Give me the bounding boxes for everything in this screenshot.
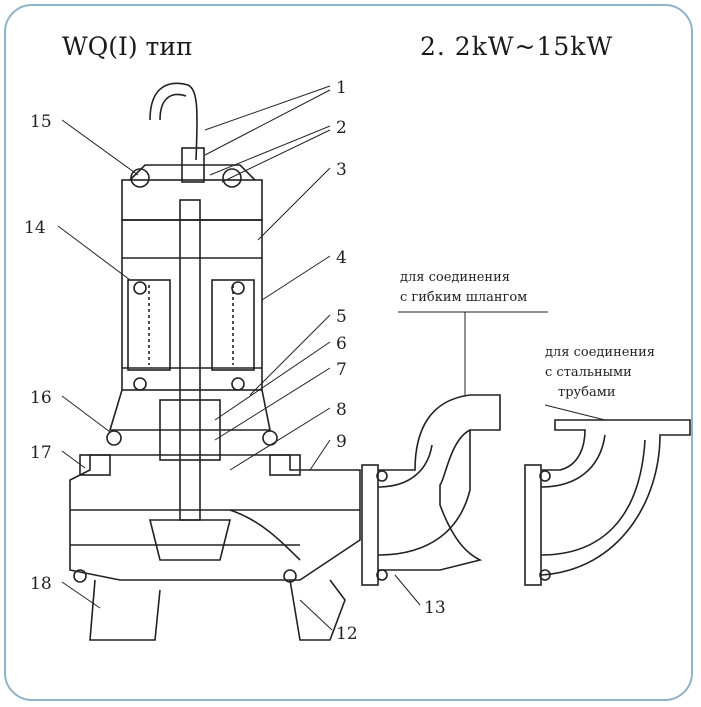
- pump-casing: [69, 454, 361, 581]
- callout-14: 14: [24, 218, 46, 238]
- callout-18: 18: [30, 574, 52, 594]
- callout-5: 5: [336, 307, 347, 327]
- note-flexible-hose-line1: для соединения: [400, 270, 510, 285]
- stator-right: [211, 279, 255, 371]
- diagram-frame: [4, 4, 693, 701]
- callout-2: 2: [336, 118, 347, 138]
- seal-chamber: [108, 389, 271, 431]
- callout-15: 15: [30, 112, 52, 132]
- callout-16: 16: [30, 388, 52, 408]
- note-steel-pipe-line2: с стальными: [545, 365, 632, 380]
- diagram-title-power: 2. 2kW~15kW: [420, 32, 614, 61]
- motor-housing: [121, 219, 263, 391]
- flexible-hose-elbow: [378, 394, 501, 571]
- callout-4: 4: [336, 248, 347, 268]
- callout-9: 9: [336, 432, 347, 452]
- callout-7: 7: [336, 360, 347, 380]
- note-flexible-hose-line2: с гибким шлангом: [400, 290, 528, 305]
- callout-3: 3: [336, 160, 347, 180]
- callout-1: 1: [336, 78, 347, 98]
- callout-13: 13: [424, 598, 446, 618]
- note-steel-pipe-line3: трубами: [558, 385, 616, 400]
- stator-left: [127, 279, 171, 371]
- callout-6: 6: [336, 334, 347, 354]
- callout-12: 12: [336, 624, 358, 644]
- impeller: [148, 519, 232, 561]
- base-stand: [89, 579, 161, 641]
- shaft: [179, 199, 201, 521]
- diagram-title-type: WQ(I) тип: [62, 32, 193, 61]
- steel-pipe-elbow: [540, 419, 691, 576]
- power-cable: [149, 82, 198, 161]
- callout-17: 17: [30, 443, 52, 463]
- callout-8: 8: [336, 400, 347, 420]
- note-steel-pipe-line1: для соединения: [545, 345, 655, 360]
